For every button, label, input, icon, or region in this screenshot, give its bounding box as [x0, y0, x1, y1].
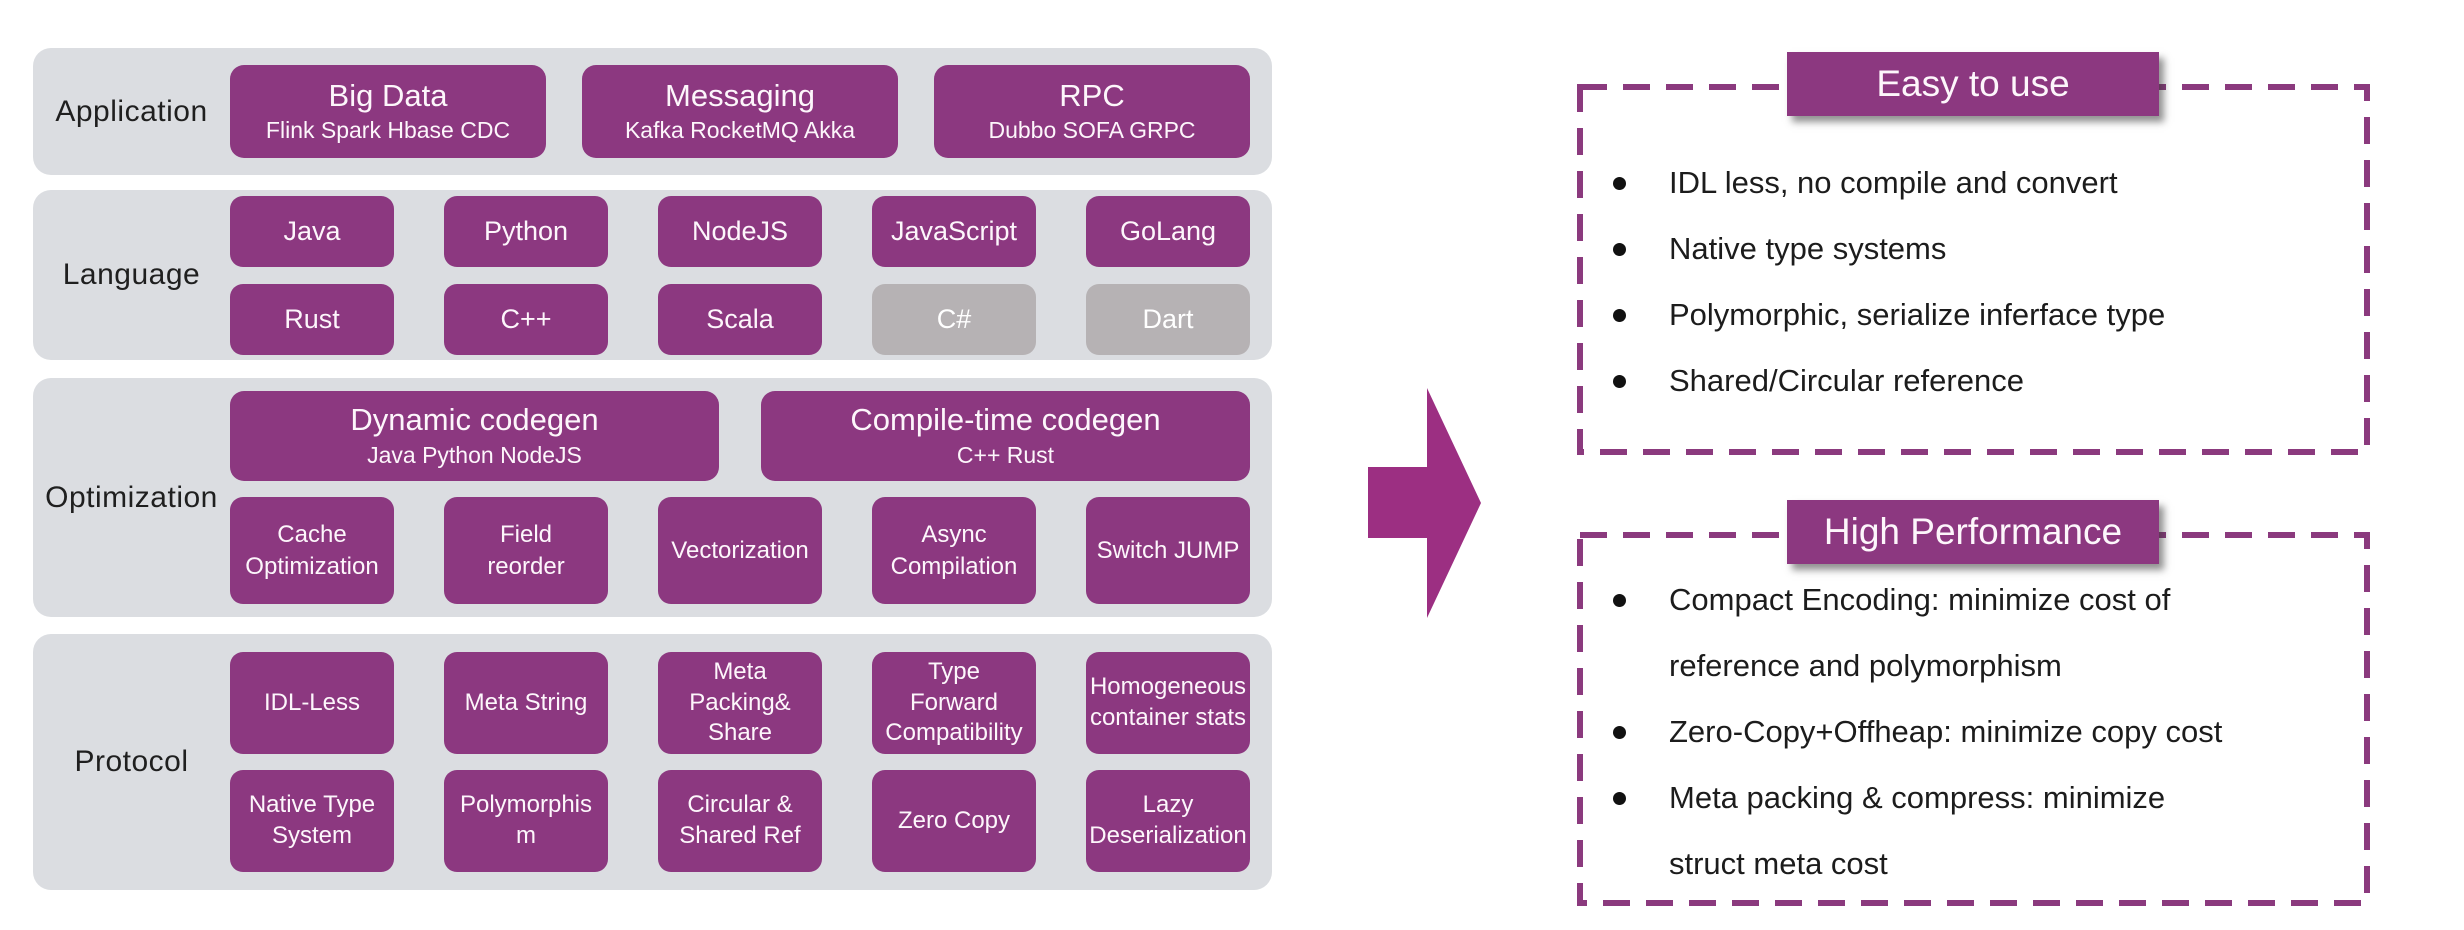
list-item: Compact Encoding: minimize cost of refer… [1577, 567, 2362, 699]
layer-row-language: Language Java Python NodeJS JavaScript G… [33, 190, 1272, 360]
layer-row-optimization: Optimization Dynamic codegen Java Python… [33, 378, 1272, 617]
box-title: Big Data [328, 77, 448, 113]
proto-chip-idl-less: IDL-Less [230, 652, 394, 754]
list-item: Native type systems [1577, 216, 2362, 282]
opt-chip-async-compilation: Async Compilation [872, 497, 1036, 604]
proto-chip-native-type-system: Native Type System [230, 770, 394, 872]
bullet-icon [1613, 726, 1626, 739]
opt-chip-cache-optimization: Cache Optimization [230, 497, 394, 604]
box-subtitle: Flink Spark Hbase CDC [265, 117, 511, 144]
list-item: Meta packing & compress: minimize struct… [1577, 765, 2362, 897]
layer-row-application: Application Big Data Flink Spark Hbase C… [33, 48, 1272, 175]
proto-chip-meta-string: Meta String [444, 652, 608, 754]
bullet-icon [1613, 177, 1626, 190]
box-subtitle: Kafka RocketMQ Akka [624, 117, 856, 144]
language-boxes: Java Python NodeJS JavaScript GoLang Rus… [230, 190, 1272, 360]
easy-bullet-list: IDL less, no compile and convert Native … [1577, 84, 2362, 414]
proto-chip-meta-packing-share: Meta Packing& Share [658, 652, 822, 754]
app-box-messaging: Messaging Kafka RocketMQ Akka [582, 65, 898, 158]
lang-chip-dart: Dart [1086, 283, 1250, 355]
box-title: Messaging [665, 77, 815, 113]
opt-chip-field-reorder: Field reorder [444, 497, 608, 604]
proto-chip-polymorphism: Polymorphis m [444, 770, 608, 872]
bullet-icon [1613, 792, 1626, 805]
opt-chip-switch-jump: Switch JUMP [1086, 497, 1250, 604]
layer-label-application: Application [55, 94, 208, 128]
lang-chip-javascript: JavaScript [872, 195, 1036, 267]
app-box-big-data: Big Data Flink Spark Hbase CDC [230, 65, 546, 158]
proto-chip-homogeneous-container-stats: Homogeneous container stats [1086, 652, 1250, 754]
opt-box-compile-time-codegen: Compile-time codegen C++ Rust [761, 391, 1250, 481]
box-subtitle: C++ Rust [956, 441, 1055, 468]
bullet-icon [1613, 309, 1626, 322]
lang-chip-golang: GoLang [1086, 195, 1250, 267]
panel-easy-to-use: Easy to use IDL less, no compile and con… [1577, 52, 2370, 455]
lang-chip-csharp: C# [872, 283, 1036, 355]
proto-chip-type-forward-compatibility: Type Forward Compatibility [872, 652, 1036, 754]
proto-chip-circular-shared-ref: Circular & Shared Ref [658, 770, 822, 872]
lang-chip-scala: Scala [658, 283, 822, 355]
lang-chip-java: Java [230, 195, 394, 267]
layer-row-protocol: Protocol IDL-Less Meta String Meta Packi… [33, 634, 1272, 890]
protocol-boxes: IDL-Less Meta String Meta Packing& Share… [230, 634, 1272, 890]
panel-high-performance: High Performance Compact Encoding: minim… [1577, 500, 2370, 906]
list-item: IDL less, no compile and convert [1577, 150, 2362, 216]
box-title: RPC [1059, 77, 1125, 113]
list-item: Shared/Circular reference [1577, 348, 2362, 414]
box-subtitle: Dubbo SOFA GRPC [988, 117, 1196, 144]
panel-title: High Performance [1787, 500, 2159, 564]
lang-chip-nodejs: NodeJS [658, 195, 822, 267]
lang-chip-cpp: C++ [444, 283, 608, 355]
proto-chip-zero-copy: Zero Copy [872, 770, 1036, 872]
opt-chip-vectorization: Vectorization [658, 497, 822, 604]
lang-chip-python: Python [444, 195, 608, 267]
bullet-icon [1613, 594, 1626, 607]
layer-label-language: Language [62, 258, 201, 291]
panel-title: Easy to use [1787, 52, 2159, 116]
proto-chip-lazy-deserialization: Lazy Deserialization [1086, 770, 1250, 872]
lang-chip-rust: Rust [230, 283, 394, 355]
box-title: Dynamic codegen [350, 402, 599, 438]
layer-label-optimization: Optimization [45, 480, 218, 514]
bullet-icon [1613, 375, 1626, 388]
opt-box-dynamic-codegen: Dynamic codegen Java Python NodeJS [230, 391, 719, 481]
box-title: Compile-time codegen [850, 402, 1161, 438]
optimization-boxes: Dynamic codegen Java Python NodeJS Compi… [230, 378, 1272, 617]
list-item: Polymorphic, serialize inferface type [1577, 282, 2362, 348]
layer-label-protocol: Protocol [74, 745, 189, 778]
right-arrow-icon [1368, 388, 1481, 618]
performance-bullet-list: Compact Encoding: minimize cost of refer… [1577, 532, 2362, 897]
list-item: Zero-Copy+Offheap: minimize copy cost [1577, 699, 2362, 765]
bullet-icon [1613, 243, 1626, 256]
application-boxes: Big Data Flink Spark Hbase CDC Messaging… [230, 48, 1272, 175]
app-box-rpc: RPC Dubbo SOFA GRPC [934, 65, 1250, 158]
box-subtitle: Java Python NodeJS [367, 441, 582, 468]
